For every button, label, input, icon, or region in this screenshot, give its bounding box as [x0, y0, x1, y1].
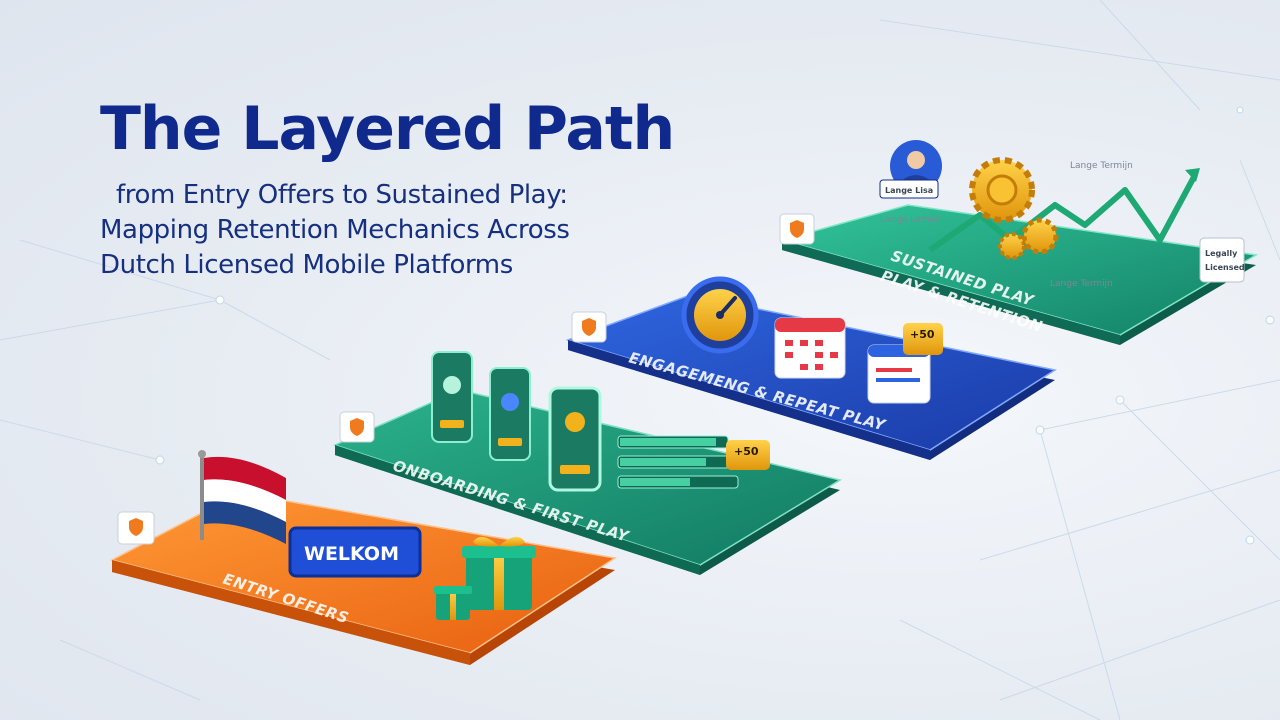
engagement-bonus: +50: [910, 328, 935, 341]
player-card-sub: Lange Laman: [880, 215, 941, 225]
subtitle-line-1: from Entry Offers to Sustained Play:: [116, 180, 568, 210]
dutch-flag-icon: [198, 450, 286, 544]
shield-tag-icon: [779, 213, 815, 245]
phone-icon-1: [431, 351, 473, 443]
subtitle-line-3: Dutch Licensed Mobile Platforms: [100, 250, 513, 280]
chart-note-1: Lange Termijn: [1070, 161, 1133, 171]
small-gift-icon: [434, 586, 472, 620]
growth-arrow-icon: [928, 173, 1198, 253]
subtitle: from Entry Offers to Sustained Play: Map…: [100, 178, 720, 283]
layer-onboarding: ONBOARDING & FIRST PLAY: [332, 351, 842, 575]
calendar-icon: [774, 317, 846, 379]
gauge-icon: [681, 276, 759, 354]
title-block: The Layered Path: [100, 92, 820, 166]
phone-icon-2: [489, 367, 531, 461]
shield-tag-icon-4: [117, 511, 155, 545]
layer-sustained: SUSTAINED PLAY PLAY & RETENTION Lange Li…: [779, 140, 1259, 345]
player-card-name: Lange Lisa: [885, 186, 933, 195]
welkom-sign: WELKOM: [288, 526, 422, 578]
onboarding-bonus: +50: [734, 445, 759, 458]
layer-engagement: ENGAGEMENG & REPEAT PLAY: [565, 276, 1057, 460]
chart-note-2: Lange Termijn: [1050, 279, 1113, 289]
layer-entry: ENTRY OFFERS WELKOM: [109, 450, 618, 665]
bonus-badge-engagement: +50: [903, 323, 943, 355]
phone-icon-3: [548, 386, 602, 492]
subtitle-line-2: Mapping Retention Mechanics Across: [100, 215, 570, 245]
legally-licensed-tag: Legally Licensed: [1199, 237, 1245, 283]
legal-line-2: Licensed: [1205, 263, 1245, 272]
legal-line-1: Legally: [1205, 249, 1238, 258]
shield-tag-icon-3: [339, 411, 375, 443]
shield-tag-icon-2: [571, 311, 607, 343]
gears-icon: [969, 157, 1059, 260]
bonus-badge-onboarding: +50: [726, 440, 770, 470]
gift-box-icon: [462, 536, 536, 610]
page-title: The Layered Path: [100, 94, 675, 164]
welkom-text: WELKOM: [304, 543, 399, 565]
player-card: Lange Lisa: [879, 179, 939, 199]
progress-bars: [617, 435, 749, 489]
